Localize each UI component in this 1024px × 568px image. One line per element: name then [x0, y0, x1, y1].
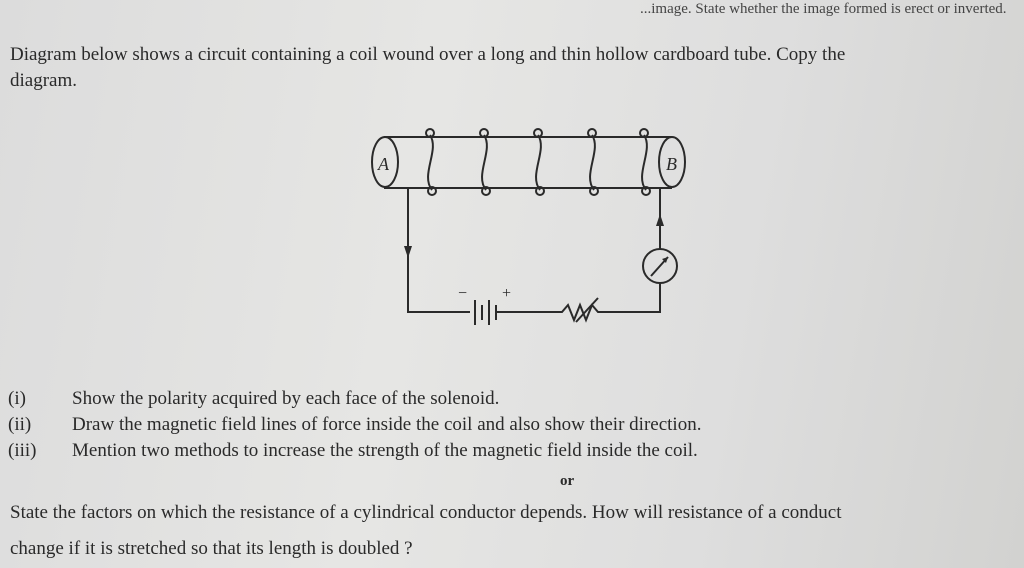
rheostat	[496, 283, 661, 323]
question-2: (ii)Draw the magnetic field lines of for…	[8, 414, 702, 435]
or-label: or	[560, 473, 575, 489]
wire-left	[407, 188, 470, 313]
question-1: (i)Show the polarity acquired by each fa…	[8, 388, 500, 409]
header-fragment: ...image. State whether the image formed…	[640, 1, 1007, 17]
tube-end-a	[371, 136, 399, 188]
end-b-label: B	[666, 154, 677, 174]
question-3: (iii)Mention two methods to increase the…	[8, 440, 698, 461]
end-a-label: A	[377, 154, 390, 174]
intro-line-1: Diagram below shows a circuit containing…	[10, 44, 846, 65]
tube-end-b	[658, 136, 686, 188]
alt-question-line-2: change if it is stretched so that its le…	[10, 538, 413, 559]
battery-plus: +	[502, 285, 511, 302]
rheostat-slider	[575, 297, 599, 323]
alt-question-line-1: State the factors on which the resistanc…	[10, 502, 842, 523]
ammeter-needle-icon	[662, 257, 668, 263]
intro-line-2: diagram.	[10, 70, 78, 91]
current-arrow-down-icon	[404, 246, 412, 258]
coil-windings	[425, 128, 651, 196]
battery-minus: −	[458, 285, 467, 302]
current-arrow-up-icon	[656, 214, 664, 226]
